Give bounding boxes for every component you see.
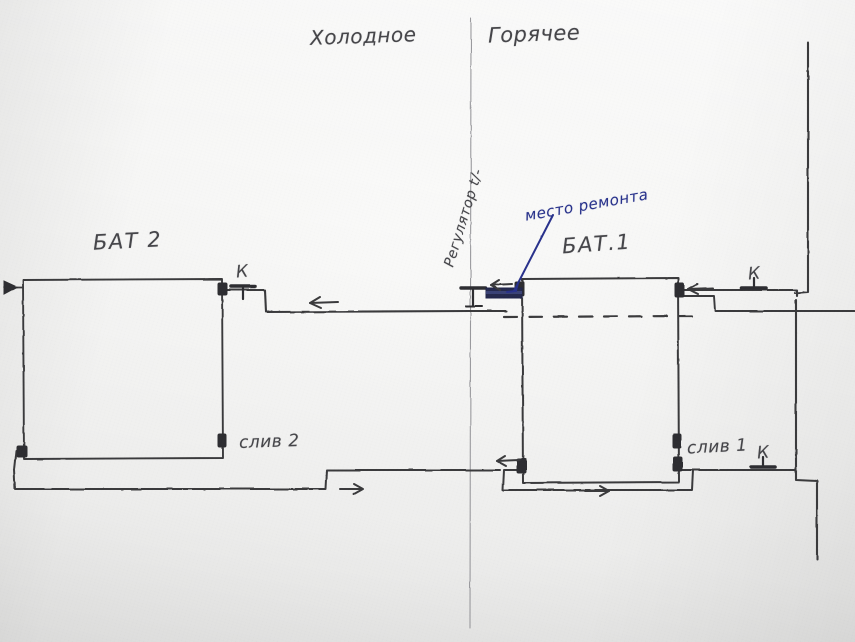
label-drain2: слив 2 [238, 430, 300, 454]
valve-dot-bat1-top-right [674, 282, 685, 298]
arrow-regulator-inlet [490, 279, 513, 291]
valve-dot-drain1 [672, 433, 682, 449]
label-bat2: БАТ 2 [92, 227, 163, 255]
label-bat1: БАТ.1 [561, 229, 632, 259]
label-valve-k-top-left: К [235, 261, 250, 283]
pipe-bat1-bottom-left-drop [502, 469, 523, 491]
repair-place-marker [485, 287, 523, 299]
arrow-return-lower-left [339, 483, 364, 495]
valve-k-top-left[interactable] [229, 284, 257, 301]
arrow-bat1-bottom-left [496, 455, 520, 467]
bat1-radiator-box [521, 277, 680, 484]
bat1-water-level-dashed-line [502, 314, 696, 319]
label-hot-section: Горячее [487, 20, 581, 48]
valve-k-bottom-right[interactable] [749, 455, 777, 469]
valve-regulator-t[interactable] [459, 286, 487, 308]
valve-dot-bat2-top-right [217, 282, 228, 296]
valve-dot-bat1-bottom-right [672, 456, 683, 472]
pipe-upper-cold-supply [221, 288, 508, 314]
label-valve-k-bottom-right: К [756, 442, 771, 464]
pipe-lower-return-right [502, 469, 797, 491]
riser-right-lower [794, 298, 819, 562]
valve-dot-bat2-bottom-right [217, 433, 227, 448]
bat2-radiator-box [22, 278, 224, 460]
valve-bowtie-bat2-inlet[interactable] [3, 280, 19, 295]
label-valve-k-top-right: К [747, 263, 762, 285]
arrow-cold-upper-left [309, 296, 339, 309]
pipe-upper-hot-right [677, 288, 799, 298]
valve-dot-bat1-bottom-left [516, 458, 527, 474]
repair-place-leader-line [506, 214, 554, 293]
valve-k-top-right[interactable] [740, 276, 768, 290]
pipe-upper-hot-bypass [683, 295, 855, 312]
riser-right-upper [793, 41, 810, 295]
arrow-return-lower-right [584, 485, 610, 497]
cold-hot-divider-line [469, 17, 472, 629]
label-cold-section: Холодное [309, 22, 417, 50]
pipe-lower-return-left [13, 450, 501, 490]
label-drain1: слив 1 [686, 435, 748, 459]
valve-dot-bat2-bottom-left [16, 445, 28, 458]
arrow-hot-upper-right [687, 283, 714, 295]
